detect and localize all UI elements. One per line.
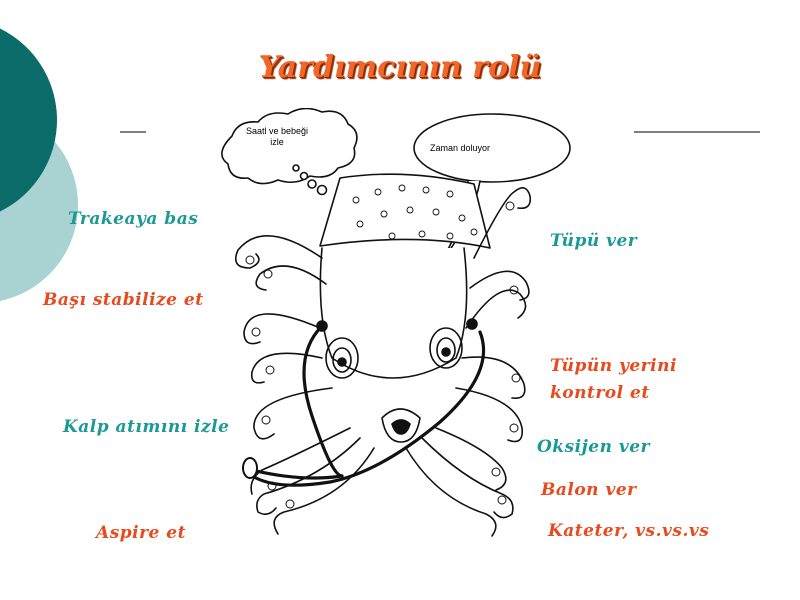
tentacles-right [405,187,532,537]
label-tupun-yerini: Tüpün yerini [550,356,677,376]
label-balon-ver: Balon ver [541,480,637,500]
label-tupu-ver: Tüpü ver [550,231,638,251]
thought-bubble [221,108,358,196]
stethoscope-icon [242,318,486,487]
slide-title: Yardımcının rolü [258,50,542,85]
label-trakeaya-bas: Trakeaya bas [68,209,199,229]
octopus-illustration [221,108,571,537]
tentacle-suckers [245,201,521,509]
nurse-cap [319,173,491,249]
label-kontrol-et: kontrol et [550,383,650,403]
label-kateter-vs: Kateter, vs.vs.vs [548,521,710,541]
label-oksijen-ver: Oksijen ver [537,437,651,457]
speech-bubble-text: Zaman doluyor [430,143,491,153]
dark-teal-circle [0,28,57,212]
octopus-eyes [325,327,463,379]
label-aspire-et: Aspire et [96,523,186,543]
label-kalp-atimini-izle: Kalp atımını izle [63,417,230,437]
label-basi-stabilize-et: Başı stabilize et [43,290,204,310]
thought-bubble-text: Saatl ve bebeği izle [245,126,309,147]
